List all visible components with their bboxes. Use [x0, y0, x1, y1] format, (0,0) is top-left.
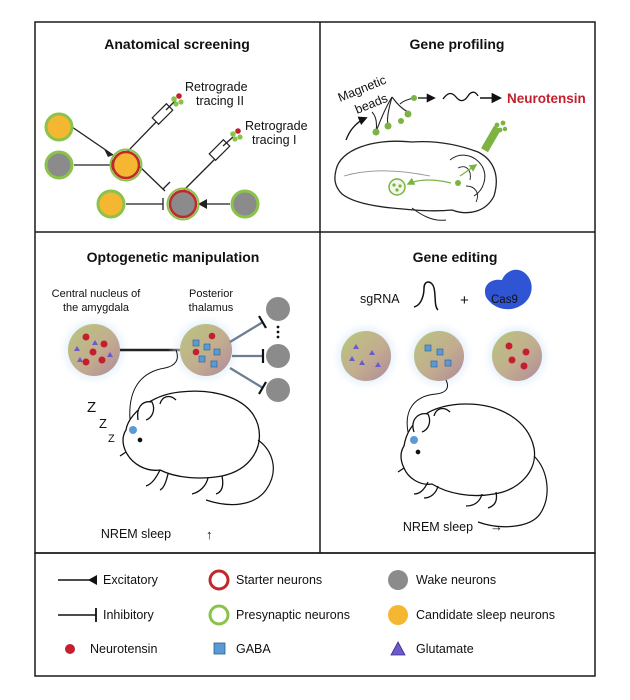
label-amygdala-line2: the amygdala: [63, 302, 130, 314]
panel-frames: [34, 21, 596, 677]
tracer-dot: [176, 93, 182, 99]
svg-text:Glutamate: Glutamate: [416, 642, 474, 656]
neuron-population-neurotensin: [492, 331, 542, 381]
label-tracing-2-line1: Retrograde: [185, 80, 248, 94]
wake-neuron: [266, 297, 290, 321]
rna-squiggle: [442, 91, 479, 102]
panel-anatomical-screening: Anatomical screening Retrograde tracing …: [44, 36, 308, 221]
legend-wake-neurons: Wake neurons: [388, 570, 496, 590]
svg-text:Inhibitory: Inhibitory: [103, 608, 154, 622]
result-neurotensin: Neurotensin: [507, 91, 586, 106]
svg-text:GABA: GABA: [236, 642, 271, 656]
arrow-to-beads: [345, 116, 368, 141]
panel-optogenetic-manipulation: Optogenetic manipulation Central nucleus…: [52, 249, 290, 542]
sleep-z-1: Z: [87, 399, 96, 416]
panel-title-anatomical: Anatomical screening: [104, 36, 250, 52]
label-tracing-2-line2: tracing II: [196, 94, 244, 108]
svg-text:Candidate sleep neurons: Candidate sleep neurons: [416, 608, 555, 622]
legend: Excitatory Starter neurons Wake neurons …: [58, 569, 555, 656]
label-thalamus-line1: Posterior: [189, 288, 233, 300]
svg-text:Neurotensin: Neurotensin: [90, 642, 157, 656]
svg-text:Presynaptic neurons: Presynaptic neurons: [236, 608, 350, 622]
bead-cluster: [372, 95, 417, 136]
wake-neuron: [266, 344, 290, 368]
tracer-dot: [230, 131, 236, 137]
optical-fiber-tip: [129, 426, 137, 434]
tracer-dot: [232, 136, 238, 142]
panel-gene-profiling: Gene profiling Magnetic beads Neurotensi…: [334, 36, 586, 221]
glutamate-markers: [74, 340, 113, 362]
tracer-dot: [178, 99, 184, 105]
retrograde-arrow: [406, 177, 452, 185]
inhibitory-projections: [229, 321, 264, 389]
sgrna-strand-icon: [413, 281, 439, 311]
anatomical-connections: [71, 126, 230, 210]
legend-presynaptic-neurons: Presynaptic neurons: [208, 604, 350, 626]
optical-fiber-tip: [410, 436, 418, 444]
starter-neuron-wake: [168, 189, 198, 219]
wake-neuron: [266, 378, 290, 402]
legend-starter-neurons: Starter neurons: [208, 569, 322, 591]
ellipsis-dots: [276, 325, 280, 339]
mouse-awake-icon: [397, 379, 548, 528]
editing-outcome: NREM sleep: [403, 520, 473, 534]
tracer-dot: [237, 134, 243, 140]
retrograde-tracing-2-pipette: [126, 93, 184, 153]
neuron-population-glutamate: [341, 331, 391, 381]
legend-candidate-sleep-neurons: Candidate sleep neurons: [388, 605, 555, 625]
legend-inhibitory: Inhibitory: [58, 608, 154, 622]
label-sgrna: sgRNA: [360, 292, 400, 306]
panel-title-optogenetic: Optogenetic manipulation: [87, 249, 260, 265]
neuron-population-gaba: [414, 331, 464, 381]
brain-outline-icon: [334, 140, 497, 221]
gaba-markers: [192, 339, 221, 368]
panel-gene-editing: Gene editing sgRNA + Cas9: [329, 249, 554, 534]
legend-glutamate: Glutamate: [390, 641, 474, 656]
panel-title-profiling: Gene profiling: [410, 36, 505, 52]
retrograde-tracing-1-pipette: [183, 128, 243, 191]
label-plus: +: [460, 292, 469, 309]
legend-gaba: GABA: [213, 642, 271, 656]
legend-excitatory: Excitatory: [58, 573, 159, 587]
mouse-sleeping-icon: [119, 349, 274, 506]
label-tracing-1-line2: tracing I: [252, 133, 296, 147]
neurotensin-markers: [82, 333, 108, 366]
tracer-dot: [173, 101, 179, 107]
sleep-z-3: Z: [108, 433, 115, 445]
brain-region-amygdala: [388, 178, 406, 196]
tracer-dot: [235, 128, 241, 134]
starter-neuron-candidate: [111, 150, 141, 180]
label-amygdala-line1: Central nucleus of: [52, 288, 142, 300]
label-thalamus-line2: thalamus: [189, 302, 234, 314]
label-cas9: Cas9: [491, 294, 518, 306]
panel-title-editing: Gene editing: [413, 249, 498, 265]
wake-presynaptic-neuron: [230, 189, 260, 219]
cas9-protein-icon: [484, 269, 532, 310]
svg-text:Wake neurons: Wake neurons: [416, 573, 496, 587]
label-tracing-1-line1: Retrograde: [245, 119, 308, 133]
candidate-presynaptic-neuron: [44, 112, 74, 142]
injection-pipette-icon: [481, 120, 508, 153]
svg-text:Excitatory: Excitatory: [103, 573, 159, 587]
wake-presynaptic-neuron: [44, 150, 74, 180]
outcome-arrow-right: →: [490, 519, 503, 534]
outcome-arrow-up: ↑: [206, 527, 213, 542]
svg-text:Starter neurons: Starter neurons: [236, 573, 322, 587]
legend-neurotensin: Neurotensin: [65, 642, 157, 656]
sleep-z-2: Z: [99, 416, 107, 431]
candidate-presynaptic-neuron: [96, 189, 126, 219]
optogenetic-outcome: NREM sleep: [101, 527, 171, 541]
tracer-dot: [171, 96, 177, 102]
